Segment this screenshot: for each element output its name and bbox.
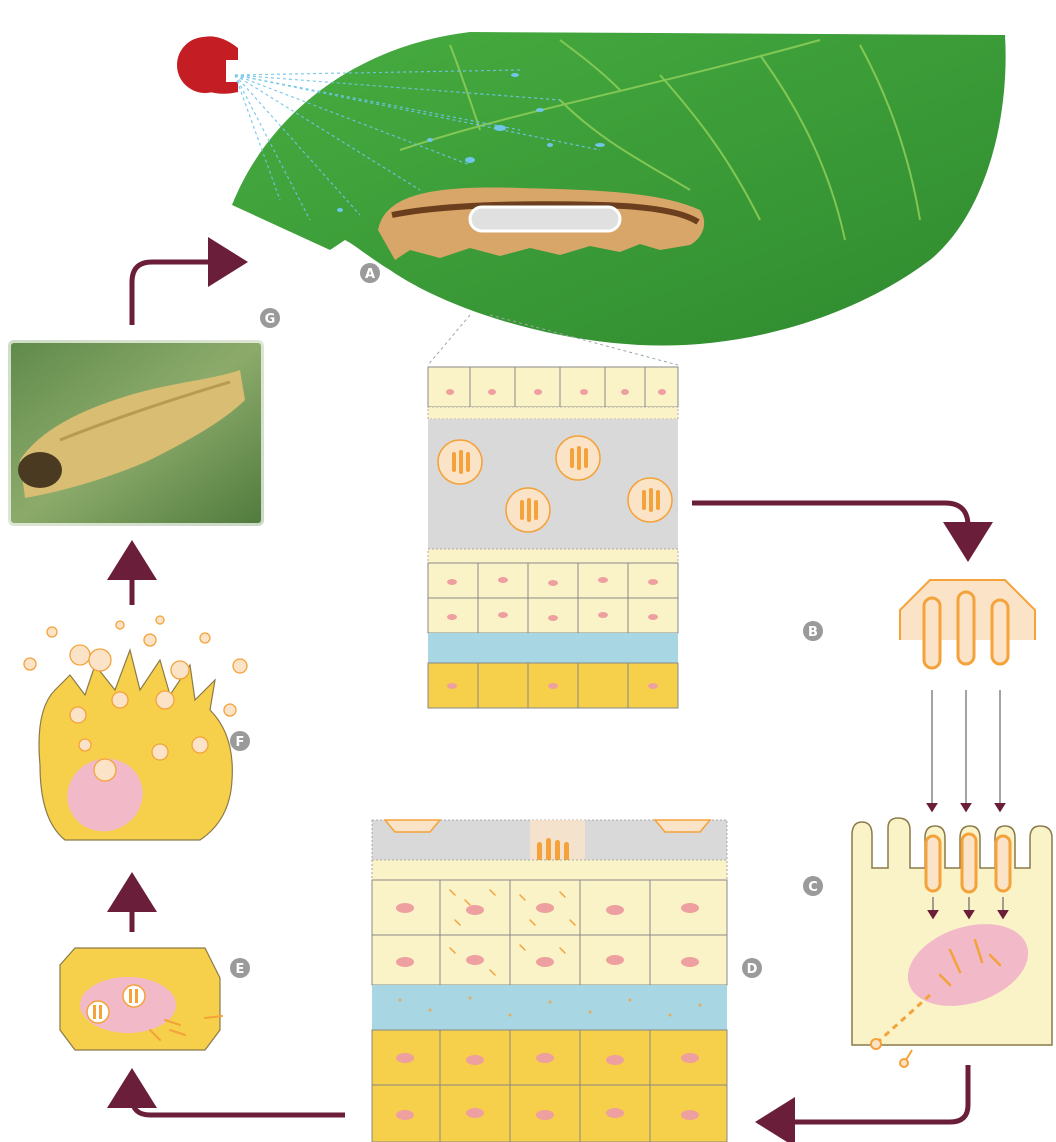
muscle-layer-d	[372, 1030, 727, 1142]
svg-text:G: G	[265, 312, 276, 327]
arrow-to-b	[692, 503, 968, 552]
dissolving-occlusion-body	[900, 580, 1035, 810]
infected-epithelial-cell	[852, 818, 1052, 1067]
arrow-to-d	[765, 1065, 968, 1122]
dead-larva-photo	[8, 340, 264, 526]
microvilli-lower	[428, 549, 678, 563]
svg-text:F: F	[236, 735, 245, 750]
svg-text:C: C	[808, 880, 818, 895]
basal-lamina	[428, 633, 678, 663]
label-f-badge: F	[230, 731, 250, 751]
svg-text:E: E	[236, 962, 245, 977]
lysing-cell	[24, 616, 247, 844]
label-d-badge: D	[742, 958, 762, 978]
virions-entering	[926, 834, 1010, 892]
label-g-badge: G	[260, 308, 280, 328]
label-a-badge: A	[360, 263, 380, 283]
label-b-badge: B	[803, 621, 823, 641]
leaf	[232, 32, 1006, 346]
leaf-blade	[232, 32, 1006, 346]
infected-tissue-section	[372, 820, 727, 1142]
label-c-badge: C	[803, 876, 823, 896]
basal-lamina-d	[372, 985, 727, 1030]
microvilli-row	[372, 860, 727, 880]
larva-midgut	[470, 207, 620, 231]
label-e-badge: E	[230, 958, 250, 978]
svg-text:A: A	[365, 267, 375, 282]
arrow-to-e	[132, 1078, 345, 1115]
midgut-cross-section	[428, 367, 678, 708]
microvilli-upper	[428, 407, 678, 419]
replicating-virus-cell	[60, 948, 222, 1050]
virions	[924, 592, 1008, 668]
svg-text:B: B	[808, 625, 818, 640]
arrow-to-leaf	[132, 262, 238, 325]
sprayer-icon	[177, 36, 240, 93]
svg-text:D: D	[747, 962, 758, 977]
